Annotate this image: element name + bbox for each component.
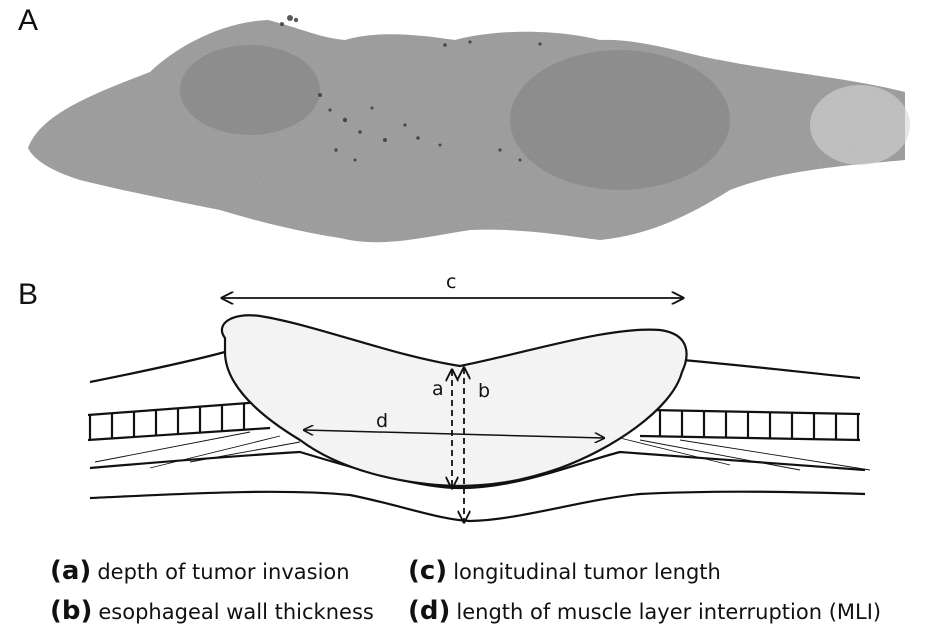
mucosa-boundary	[90, 492, 865, 521]
muscle-layer-left	[88, 402, 270, 440]
tissue-light-region	[810, 85, 910, 165]
legend-item-d: (d)length of muscle layer interruption (…	[408, 596, 881, 626]
dimension-label-b: b	[478, 380, 490, 402]
legend-key: (c)	[408, 556, 447, 586]
dimension-label-c: c	[446, 271, 456, 293]
tissue-texture	[28, 20, 905, 242]
legend-item-c: (c)longitudinal tumor length	[408, 556, 721, 586]
muscle-layer-right	[640, 410, 860, 440]
histology-section	[28, 15, 910, 242]
legend-text: longitudinal tumor length	[453, 560, 721, 584]
legend-item-b: (b)esophageal wall thickness	[50, 596, 374, 626]
legend-key: (d)	[408, 596, 450, 626]
legend-key: (b)	[50, 596, 92, 626]
schematic	[88, 315, 870, 521]
tissue-dark-region	[510, 50, 730, 190]
legend-key: (a)	[50, 556, 91, 586]
wall-outer-left	[90, 352, 225, 382]
legend-text: length of muscle layer interruption (MLI…	[456, 600, 881, 624]
legend-text: esophageal wall thickness	[98, 600, 373, 624]
legend-text: depth of tumor invasion	[97, 560, 349, 584]
legend-item-a: (a)depth of tumor invasion	[50, 556, 350, 586]
tumor-stipple	[222, 315, 687, 486]
dimension-label-a: a	[432, 378, 444, 400]
tissue-dark-region	[180, 45, 320, 135]
dimension-label-d: d	[376, 410, 388, 432]
wall-outer-right	[682, 360, 860, 378]
